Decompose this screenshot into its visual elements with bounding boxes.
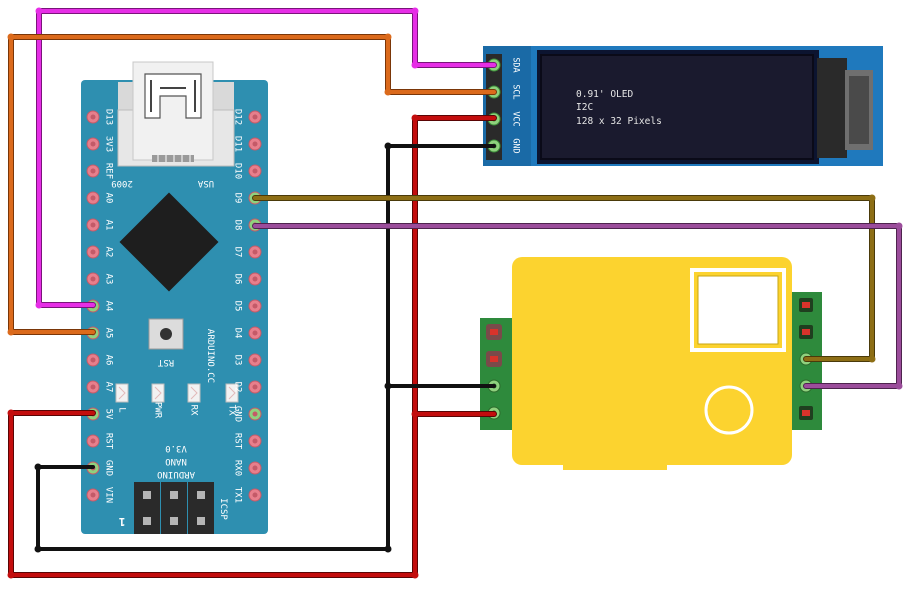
- wire-junction: [384, 33, 392, 41]
- oled-text-line1: 0.91' OLED: [576, 89, 633, 100]
- left-pin-label: GND: [104, 460, 114, 476]
- wire-junction: [34, 545, 42, 553]
- wire-junction: [895, 382, 903, 390]
- left-pin-label: A1: [104, 220, 114, 231]
- model-line1: ARDUINO: [157, 469, 195, 479]
- icsp-header: [134, 482, 214, 534]
- oled-pin-label: VCC: [511, 111, 521, 126]
- usa-label: USA: [197, 178, 214, 188]
- left-pin-label: REF: [104, 163, 114, 179]
- left-pin-label: A5: [104, 328, 114, 339]
- status-leds: L PWR RX TX: [115, 383, 239, 419]
- right-pin-label: D3: [233, 355, 243, 366]
- right-pin-label: D4: [233, 328, 243, 339]
- led-label: L: [117, 407, 127, 412]
- icsp-label: ICSP: [218, 498, 228, 520]
- wire-junction: [384, 88, 392, 96]
- led-rx: [187, 383, 201, 403]
- led-tx: [225, 383, 239, 403]
- arduino-nano-board: 2009 USA RST ARDUINO.CC L PWR RX TX ARDUINO…: [81, 61, 268, 534]
- wire-junctions: [7, 7, 903, 579]
- year-label: 2009: [111, 178, 133, 188]
- left-pin-label: A6: [104, 355, 114, 366]
- right-pin-label: D12: [233, 109, 243, 125]
- arduino-board-body: [81, 80, 268, 534]
- reset-button-label: RST: [157, 357, 174, 367]
- wire-junction: [411, 7, 419, 15]
- wire-junction: [411, 61, 419, 69]
- left-pin-label: 5V: [104, 409, 114, 420]
- wire-junction: [411, 114, 419, 122]
- right-pin-label: D6: [233, 274, 243, 285]
- wire-junction: [35, 7, 43, 15]
- left-pin-label: A0: [104, 193, 114, 204]
- led-label: PWR: [153, 402, 163, 419]
- left-pin-label: RST: [104, 433, 114, 450]
- right-pin-label: RX0: [233, 460, 243, 476]
- wire-junction: [868, 194, 876, 202]
- left-pin-label: A3: [104, 274, 114, 285]
- wire-junction: [384, 142, 392, 150]
- reset-button[interactable]: [148, 318, 184, 350]
- right-pin-label: GND: [233, 406, 243, 422]
- oled-text-line2: I2C: [576, 102, 593, 113]
- wire-junction: [384, 382, 392, 390]
- arduino-cc-label: ARDUINO.CC: [205, 329, 215, 383]
- right-pin-label: RST: [233, 433, 243, 450]
- oled-pin-label: SCL: [511, 84, 521, 99]
- oled-pin-label: GND: [511, 138, 521, 153]
- wire-junction: [384, 545, 392, 553]
- wire-gnd-black: [36, 144, 496, 551]
- led-label: RX: [189, 405, 199, 416]
- wires: [7, 7, 903, 579]
- model-line2: NANO: [165, 456, 187, 466]
- wire-junction: [411, 571, 419, 579]
- left-pin-label: VIN: [104, 487, 114, 503]
- wire-junction: [7, 571, 15, 579]
- right-pin-label: TX1: [233, 487, 243, 503]
- wire-junction: [895, 222, 903, 230]
- oled-display-module: 0.91' OLED I2C 128 x 32 Pixels SDA SCL VCC…: [483, 46, 883, 166]
- left-pin-label: A2: [104, 247, 114, 258]
- right-pin-label: D7: [233, 247, 243, 258]
- led-label: TX: [227, 405, 237, 416]
- wire-junction: [7, 409, 15, 417]
- sensor-module: [480, 257, 822, 470]
- microcontroller-chip-icon: [119, 192, 219, 292]
- model-line3: V3.0: [165, 443, 187, 453]
- wire-junction: [7, 33, 15, 41]
- left-pin-label: A4: [104, 301, 114, 312]
- mini-usb-connector-icon: [117, 61, 235, 167]
- left-pin-label: A7: [104, 382, 114, 393]
- oled-text-line3: 128 x 32 Pixels: [576, 116, 662, 127]
- wire-junction: [7, 328, 15, 336]
- wire-junction: [35, 301, 43, 309]
- right-pin-label: D10: [233, 163, 243, 179]
- right-pin-label: D8: [233, 220, 243, 231]
- right-pin-label: D9: [233, 193, 243, 204]
- wire-junction: [411, 410, 419, 418]
- pin-one-label: 1: [118, 515, 125, 528]
- led-pwr: [151, 383, 165, 403]
- wire-junction: [34, 463, 42, 471]
- sensor-aperture-icon: [704, 385, 754, 435]
- led-l: [115, 383, 129, 403]
- right-pin-label: D2: [233, 382, 243, 393]
- left-pin-label: D13: [104, 109, 114, 125]
- left-pin-label: 3V3: [104, 136, 114, 152]
- right-pin-label: D11: [233, 136, 243, 152]
- oled-pin-label: SDA: [511, 57, 521, 72]
- wire-junction: [868, 355, 876, 363]
- right-pin-label: D5: [233, 301, 243, 312]
- oled-pin-header: [486, 54, 502, 160]
- oled-ribbon: [817, 58, 847, 158]
